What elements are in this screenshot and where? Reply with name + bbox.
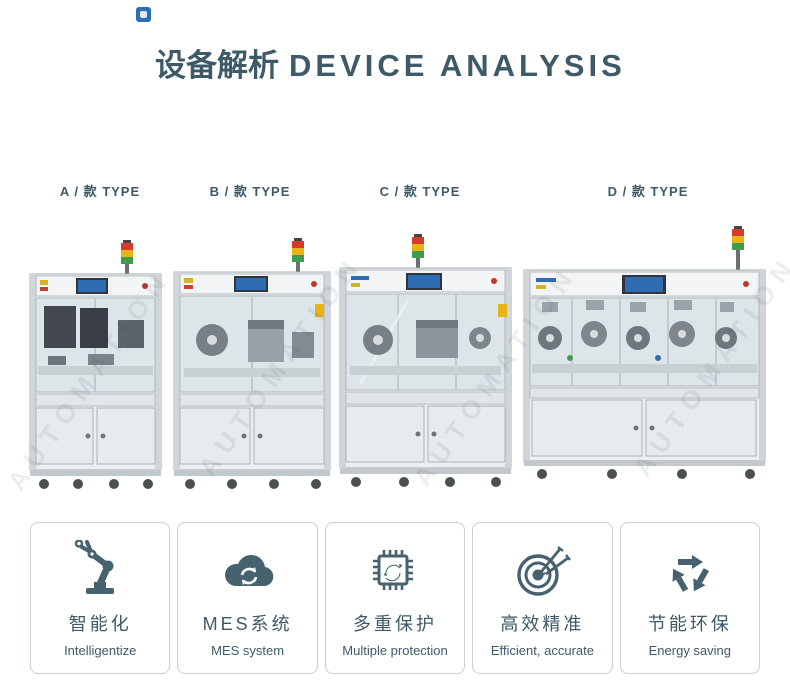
- recycle-icon: [658, 535, 722, 609]
- type-label-d: D / 款 TYPE: [607, 184, 689, 199]
- chip-protect-icon: [363, 535, 427, 609]
- feature-cards: 智能化 Intelligentize MES系统 MES system: [30, 522, 761, 674]
- brand-logo-icon: [136, 7, 151, 22]
- target-darts-icon: [510, 535, 574, 609]
- page-title-cn: 设备解析: [155, 48, 279, 83]
- machine-b-image: [173, 238, 331, 489]
- feature-label-cn: MES系统: [202, 614, 293, 634]
- feature-label-en: Multiple protection: [342, 643, 448, 658]
- page-title: 设备解析 DEVICE ANALYSIS: [155, 40, 626, 85]
- feature-card-efficient-accurate: 高效精准 Efficient, accurate: [472, 522, 613, 674]
- type-label-c: C / 款 TYPE: [379, 184, 461, 199]
- machine-a-image: [29, 240, 162, 489]
- type-label-b: B / 款 TYPE: [209, 184, 291, 199]
- feature-card-mes-system: MES系统 MES system: [177, 522, 318, 674]
- cloud-sync-icon: [216, 535, 280, 609]
- machine-c-image: [339, 234, 512, 487]
- feature-label-cn: 智能化: [68, 614, 132, 634]
- robot-arm-icon: [68, 535, 132, 609]
- feature-label-cn: 节能环保: [647, 614, 732, 634]
- feature-label-en: MES system: [211, 643, 285, 658]
- feature-card-energy-saving: 节能环保 Energy saving: [619, 522, 761, 674]
- feature-label-en: Efficient, accurate: [490, 643, 594, 658]
- feature-card-multiple-protection: 多重保护 Multiple protection: [324, 522, 466, 674]
- feature-label-cn: 高效精准: [500, 614, 585, 634]
- machine-d-image: [523, 226, 766, 479]
- page-title-en: DEVICE ANALYSIS: [289, 48, 626, 83]
- feature-card-intelligentize: 智能化 Intelligentize: [30, 522, 171, 674]
- feature-label-cn: 多重保护: [353, 614, 438, 634]
- type-label-a: A / 款 TYPE: [59, 184, 141, 199]
- feature-label-en: Intelligentize: [64, 643, 137, 658]
- feature-label-en: Energy saving: [648, 643, 732, 658]
